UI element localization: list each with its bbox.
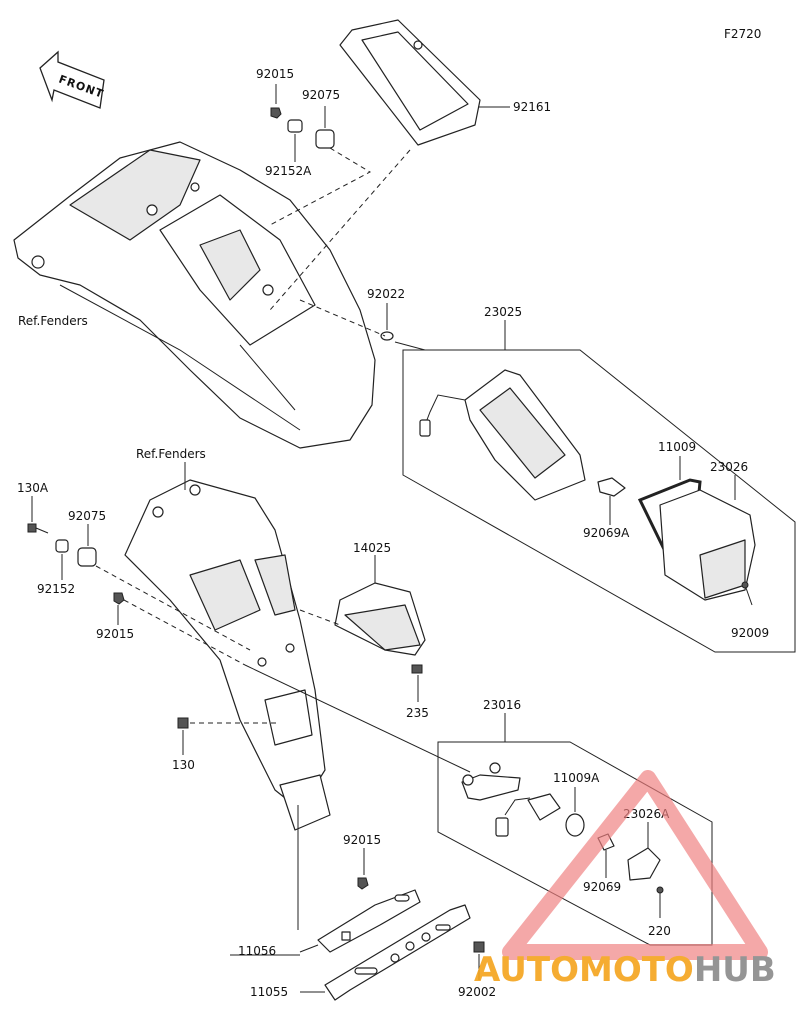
- label-11009: 11009: [658, 440, 696, 454]
- tail-light-housing: [419, 369, 586, 501]
- lens-23026: [659, 475, 756, 601]
- warning-triangle-icon: [502, 770, 768, 960]
- bolt-92002: [473, 941, 485, 980]
- collar-92152: [55, 539, 69, 580]
- damper-92075-top: [315, 106, 335, 149]
- label-92161: 92161: [513, 100, 551, 114]
- label-130A: 130A: [17, 481, 49, 495]
- damper-92075-mid: [77, 524, 97, 567]
- label-220: 220: [648, 924, 671, 938]
- label-92015-bot: 92015: [343, 833, 381, 847]
- bracket-11056: [297, 805, 421, 953]
- license-light-socket: [495, 793, 561, 837]
- label-235: 235: [406, 706, 429, 720]
- label-92009: 92009: [731, 626, 769, 640]
- label-ref-fenders-mid: Ref.Fenders: [136, 447, 206, 461]
- label-92075-mid: 92075: [68, 509, 106, 523]
- lens-23026A: [627, 822, 661, 881]
- label-92152A: 92152A: [265, 164, 312, 178]
- collar-92152A: [287, 119, 303, 162]
- label-11055: 11055: [250, 985, 288, 999]
- rear-fender-lower: [124, 462, 331, 831]
- label-92015-top: 92015: [256, 67, 294, 81]
- logo-auto: AUTO: [474, 950, 579, 990]
- nut-92015-top: [270, 84, 282, 119]
- license-light-bracket: [461, 762, 521, 801]
- washer-92022: [299, 299, 394, 341]
- automotohub-logo: AUTOMOTOHUB: [474, 770, 776, 990]
- assembly-box-23025: [394, 320, 796, 653]
- bolt-130: [177, 717, 280, 755]
- nut-92015-bot: [357, 848, 369, 890]
- cover-14025: [299, 555, 426, 656]
- label-23025: 23025: [484, 305, 522, 319]
- rear-fender-top: [13, 141, 376, 449]
- label-92075-top: 92075: [302, 88, 340, 102]
- label-92002: 92002: [458, 985, 496, 999]
- nut-92015-mid: [113, 592, 125, 625]
- screw-92009: [741, 581, 753, 606]
- screw-220: [656, 886, 664, 918]
- label-130: 130: [172, 758, 195, 772]
- label-ref-fenders-top: Ref.Fenders: [18, 314, 88, 328]
- svg-text:AUTOMOTOHUB: AUTOMOTOHUB: [474, 950, 776, 990]
- label-23026A: 23026A: [623, 807, 670, 821]
- label-92069A: 92069A: [583, 526, 630, 540]
- label-92069: 92069: [583, 880, 621, 894]
- label-11056: 11056: [238, 944, 276, 958]
- label-92022: 92022: [367, 287, 405, 301]
- label-92015-mid: 92015: [96, 627, 134, 641]
- screw-235: [411, 664, 423, 702]
- label-23016: 23016: [483, 698, 521, 712]
- gasket-11009A: [565, 787, 585, 837]
- bolt-130A: [27, 496, 49, 534]
- front-arrow-icon: FRONT: [39, 50, 106, 109]
- label-14025: 14025: [353, 541, 391, 555]
- logo-moto: MOTO: [579, 950, 694, 990]
- label-11009A: 11009A: [553, 771, 600, 785]
- bracket-92161: [339, 19, 510, 146]
- label-23026: 23026: [710, 460, 748, 474]
- logo-hub: HUB: [694, 950, 776, 990]
- figure-code: F2720: [724, 27, 761, 41]
- label-92152: 92152: [37, 582, 75, 596]
- plate-11055: [300, 904, 471, 1001]
- bulb-92069A: [597, 477, 626, 525]
